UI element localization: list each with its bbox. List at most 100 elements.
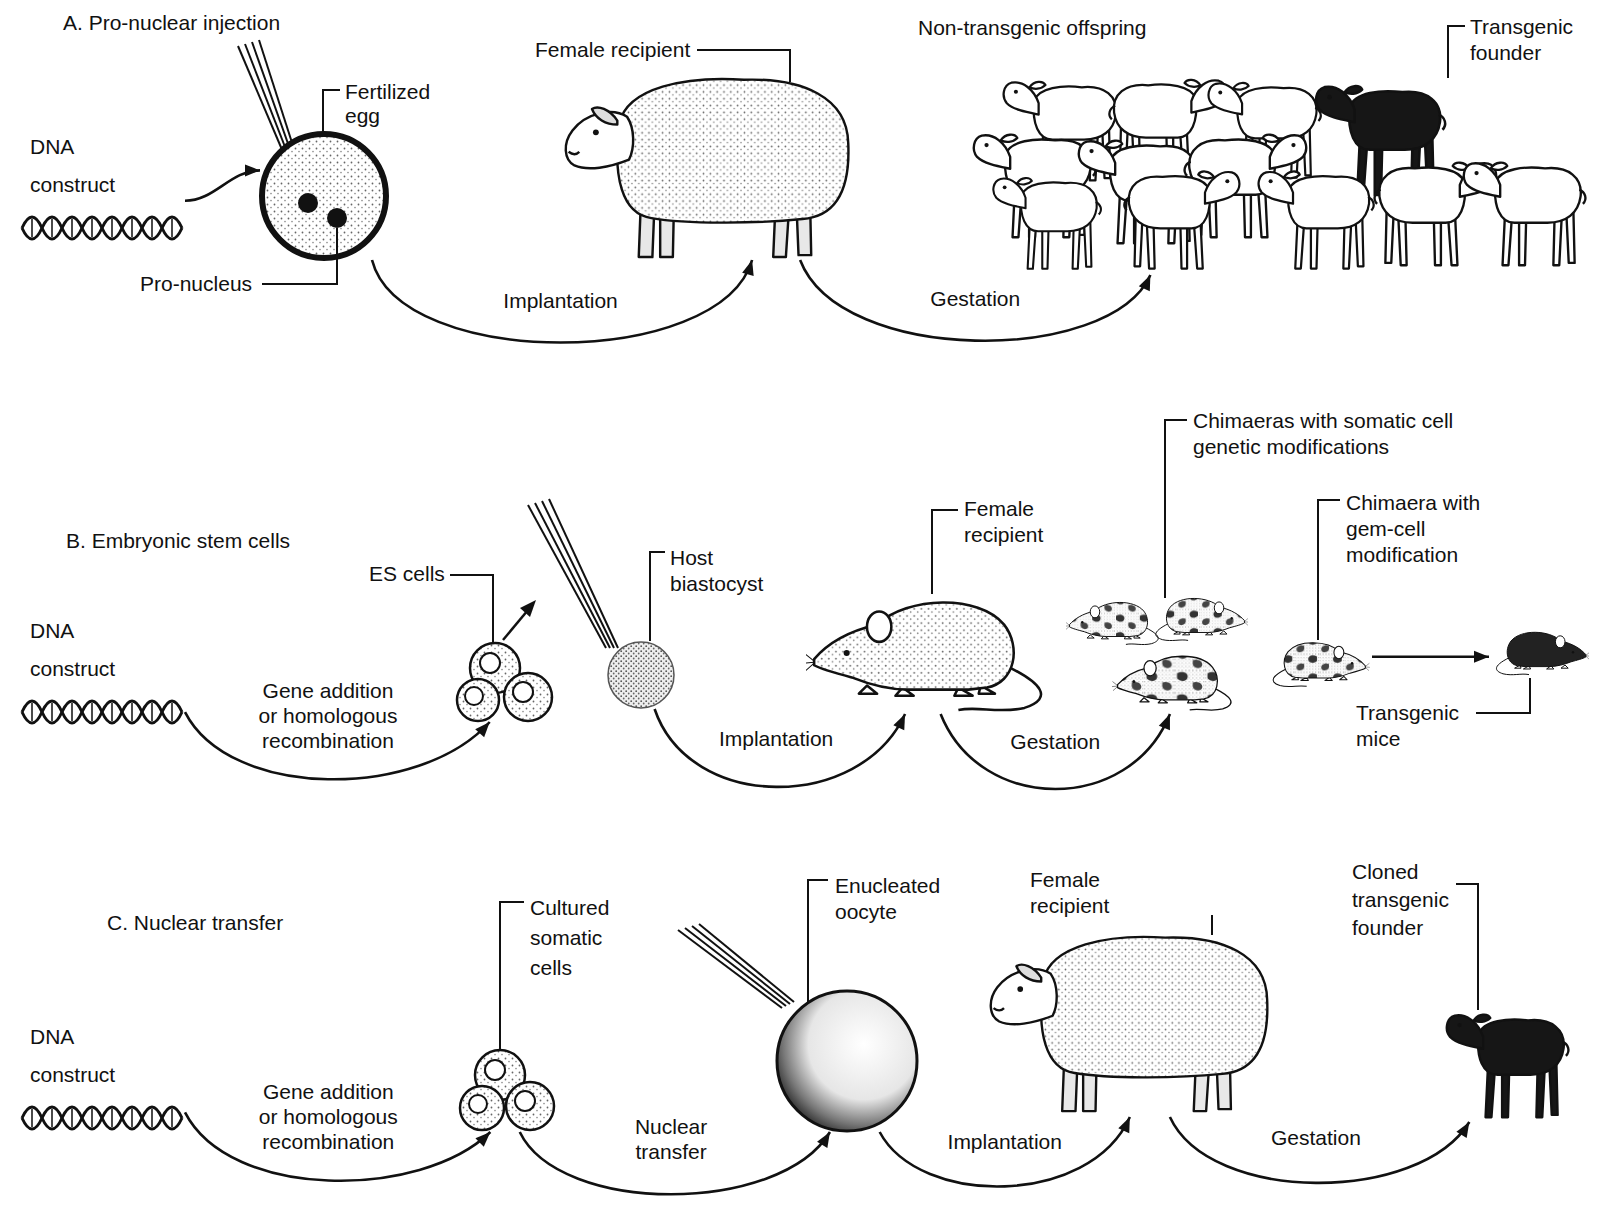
drawing-part <box>252 42 291 152</box>
callout-label: Host biastocyst <box>670 545 790 597</box>
drawing-part <box>1156 598 1249 640</box>
drawing-part <box>692 926 790 1004</box>
callout-label: Fertilized egg <box>345 80 455 128</box>
drawing-part <box>1476 678 1530 713</box>
drawing-part <box>1156 598 1249 640</box>
drawing-part <box>1065 602 1158 644</box>
illustration-node: Transgenic mice <box>1489 620 1589 682</box>
blastocyst <box>608 642 674 708</box>
arrow-head <box>475 722 489 737</box>
callout-label: ES cells <box>369 562 445 586</box>
callout-label: Female recipient <box>964 496 1074 548</box>
drawing-part <box>697 50 790 82</box>
drawing-part <box>1124 171 1239 268</box>
micropipette <box>678 924 794 1008</box>
drawing-part <box>932 510 958 594</box>
illustration-node: Female recipient <box>806 586 1060 714</box>
arrow-head <box>1474 651 1489 663</box>
callout-label: Non-transgenic offspring <box>918 16 1146 40</box>
drawing-part <box>22 701 182 723</box>
section-title: A. Pro-nuclear injection <box>63 10 280 36</box>
arrow-head <box>245 164 260 176</box>
callout-label: Pro-nucleus <box>140 272 252 296</box>
process-arrow <box>1170 1117 1469 1183</box>
illustration-node: DNA construct <box>20 612 185 727</box>
drawing-part <box>503 610 528 640</box>
drawing-part <box>469 1095 487 1113</box>
micropipette <box>238 40 295 152</box>
drawing-part <box>506 1082 554 1130</box>
callout-label: Female recipient <box>1030 867 1140 919</box>
fertilized-egg <box>262 134 386 258</box>
micropipette <box>528 499 618 648</box>
arrow-line <box>655 709 905 787</box>
illustration-node: Host biastocyst <box>607 641 675 709</box>
transgenic-mouse <box>1496 632 1590 674</box>
edge-label: Implantation <box>945 1129 1065 1154</box>
illustration-node: Chimaeras with somatic cell genetic modi… <box>1066 592 1250 714</box>
sheep <box>566 79 849 257</box>
arrow-line <box>941 714 1170 789</box>
drawing-part <box>465 687 483 705</box>
callout-label: Cloned transgenic founder <box>1352 858 1477 942</box>
drawing-part <box>1318 500 1340 640</box>
drawing-part <box>298 193 318 213</box>
callout-label: Transgenic mice <box>1356 700 1481 752</box>
drawing-part <box>238 46 283 152</box>
edge-label: Gene addition or homologous recombinatio… <box>247 678 408 753</box>
illustration-node: Female recipient <box>984 925 1270 1117</box>
drawing-part <box>1259 171 1374 268</box>
edge-label: Nuclear transfer <box>623 1114 719 1164</box>
process-arrow <box>880 1117 1130 1187</box>
drawing-part <box>515 1091 535 1111</box>
transfer-arrow <box>503 600 536 640</box>
arrow-head <box>1139 275 1151 291</box>
callout-label: Cultured somatic cells <box>530 893 630 983</box>
arrow-head <box>742 260 754 276</box>
drawing-part <box>500 902 524 1050</box>
drawing-part <box>1448 26 1465 78</box>
edge-label: Gene addition or homologous recombinatio… <box>248 1079 409 1154</box>
chimaera-mice <box>1065 598 1249 710</box>
arrow-line <box>1372 655 1489 658</box>
drawing-part <box>650 552 665 641</box>
drawing-part <box>327 208 347 228</box>
drawing-part <box>520 600 536 617</box>
drawing-part <box>808 880 828 1003</box>
section-title: B. Embryonic stem cells <box>66 528 290 554</box>
drawing-part <box>457 679 499 721</box>
drawing-part <box>1112 656 1231 710</box>
drawing-part <box>678 930 782 1008</box>
arrow-head <box>893 714 905 730</box>
drawing-part <box>685 928 786 1006</box>
callout-label: Enucleated oocyte <box>835 873 960 925</box>
callout-label: Transgenic founder <box>1470 14 1595 66</box>
illustration-node: Non-transgenic offspringTransgenic found… <box>962 58 1590 275</box>
drawing-part <box>1211 915 1213 935</box>
dna-helix <box>22 217 182 1129</box>
drawing-part <box>1273 643 1370 687</box>
oocyte <box>777 991 917 1131</box>
leader-line <box>262 26 1465 284</box>
drawing-part <box>450 575 493 643</box>
cloned-lamb <box>1447 1015 1569 1118</box>
arrow-head <box>817 1132 830 1148</box>
leader-line <box>500 880 1478 1050</box>
callout-label: Chimaeras with somatic cell genetic modi… <box>1193 408 1493 460</box>
process-arrow <box>185 164 260 200</box>
drawing-part <box>262 134 386 258</box>
drawing-part <box>480 653 500 673</box>
arrow-line <box>800 260 1150 341</box>
drawing-part <box>504 673 552 721</box>
drawing-part <box>542 501 614 648</box>
somatic-cells <box>460 1050 554 1130</box>
arrow-line <box>880 1117 1130 1187</box>
arrow-line <box>372 260 752 343</box>
callout-label: Female recipient <box>535 38 690 62</box>
arrow-line <box>185 170 260 200</box>
drawing-part <box>993 178 1101 269</box>
drawing-part <box>513 682 533 702</box>
edge-label: Gestation <box>927 286 1023 311</box>
